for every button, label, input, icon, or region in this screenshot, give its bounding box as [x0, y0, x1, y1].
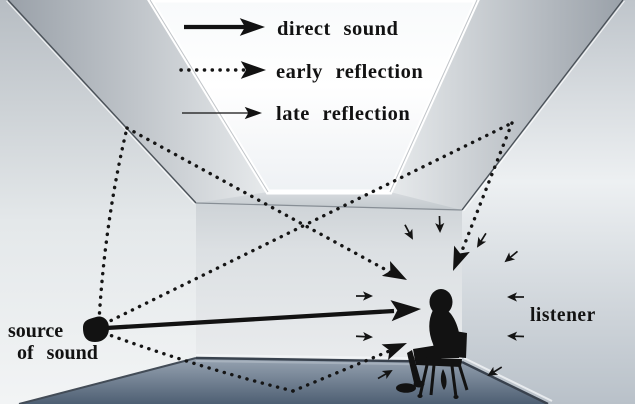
right-wall-floor-edge [461, 360, 549, 404]
ceiling-soffit-far [196, 192, 462, 210]
legend-late-reflection-label: late reflection [276, 103, 410, 125]
ceiling-edge-right-highlight [463, 0, 625, 212]
listener-label: listener [530, 305, 596, 326]
legend-item-early-reflection: early reflection [179, 61, 423, 83]
left-wall-floor-edge [18, 357, 197, 404]
ceiling-soffit-left [8, 0, 268, 203]
dotted-arrow-icon [179, 61, 266, 79]
back-wall-top-edge [195, 202, 463, 211]
listener-shin [407, 350, 421, 383]
thick-arrow-icon [184, 18, 265, 36]
listener-head [429, 289, 453, 315]
ceiling-soffit-right [390, 0, 623, 210]
skylight-left-crease [149, 0, 269, 193]
chair-backrest [455, 331, 467, 358]
chair-leg-foot [417, 394, 423, 398]
source-label-line2: of sound [17, 342, 98, 364]
listener-silhouette [396, 289, 467, 393]
listener-hand [440, 369, 447, 390]
ceiling-edge-left-highlight [6, 0, 195, 205]
chair-legs [418, 363, 469, 398]
ceiling-edge-right [461, 0, 624, 211]
sound-source-dot [83, 316, 109, 342]
right-wall [462, 0, 635, 404]
early-reflection-path-floor-up [291, 345, 401, 393]
right-baseboard [463, 357, 553, 402]
listener-foot [396, 383, 416, 393]
chair-seat [415, 357, 462, 367]
early-reflection-path-floor-down [102, 331, 295, 393]
direct-sound-arrow [105, 298, 422, 331]
source-label-line1: source [8, 320, 63, 342]
listener-thigh [413, 345, 442, 361]
ceiling-edge-left [7, 0, 197, 204]
thin-arrow-icon [182, 106, 262, 120]
legend-direct-sound-label: direct sound [277, 18, 399, 40]
legend: direct sound early reflection late refle… [179, 18, 423, 125]
early-reflection-paths [97, 121, 514, 393]
legend-item-late-reflection: late reflection [182, 103, 410, 125]
early-reflection-path-right-up [102, 121, 514, 326]
early-reflection-path-left-up [97, 126, 129, 323]
back-wall [196, 203, 462, 362]
chair-leg-foot [453, 395, 459, 399]
legend-item-direct-sound: direct sound [184, 18, 399, 40]
early-reflection-path-right-down [456, 121, 514, 263]
skylight-right-crease [389, 0, 478, 193]
legend-early-reflection-label: early reflection [276, 61, 423, 83]
